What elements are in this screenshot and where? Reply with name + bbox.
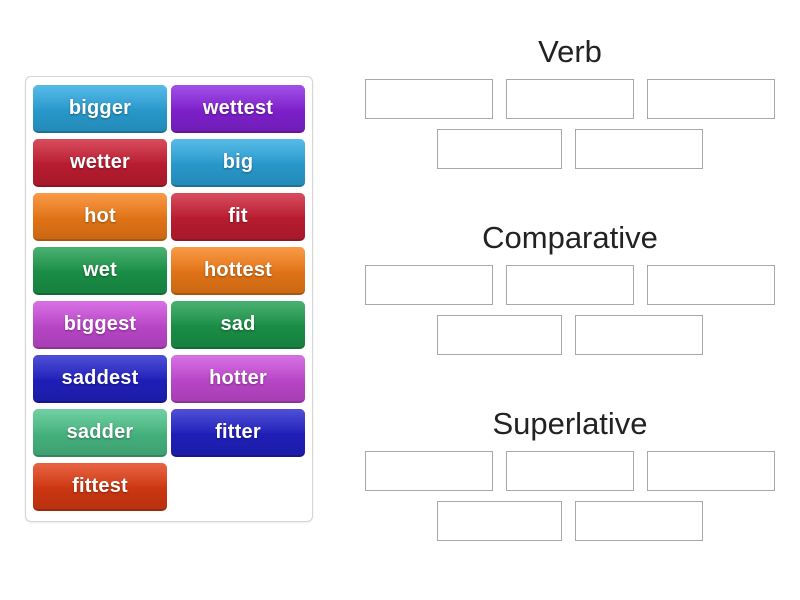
word-tile-label: sad	[220, 313, 256, 335]
word-tile[interactable]: wettest	[171, 85, 305, 133]
word-tile[interactable]: sad	[171, 301, 305, 349]
drop-slot[interactable]	[365, 79, 493, 119]
word-tile[interactable]: wet	[33, 247, 167, 295]
word-tile-label: biggest	[63, 313, 137, 335]
word-tile[interactable]: big	[171, 139, 305, 187]
categories-area: Verb Comparative Superlative	[340, 0, 800, 600]
drop-slot-row-1	[340, 265, 800, 305]
drop-slot[interactable]	[647, 79, 775, 119]
word-tile-label: wettest	[202, 97, 274, 119]
word-tile-label: big	[222, 151, 254, 173]
drop-slot[interactable]	[365, 265, 493, 305]
category-title-verb: Verb	[538, 34, 602, 69]
word-tile[interactable]: fitter	[171, 409, 305, 457]
drop-slot-row-2	[340, 129, 800, 169]
word-tile-label: saddest	[61, 367, 139, 389]
word-bank-panel[interactable]: bigger wettest wetter big hot fit wet ho…	[25, 76, 313, 522]
drop-slot[interactable]	[437, 315, 562, 355]
drop-slot[interactable]	[365, 451, 493, 491]
word-tile[interactable]: wetter	[33, 139, 167, 187]
word-tile-label: hottest	[203, 259, 273, 281]
word-tile[interactable]: hotter	[171, 355, 305, 403]
drop-slot[interactable]	[506, 265, 634, 305]
drop-slot[interactable]	[647, 265, 775, 305]
drop-slot-row-2	[340, 315, 800, 355]
drop-slot[interactable]	[575, 501, 703, 541]
drop-slot[interactable]	[437, 129, 562, 169]
drop-slot[interactable]	[575, 129, 703, 169]
word-tile-label: sadder	[66, 421, 134, 443]
word-tile[interactable]: bigger	[33, 85, 167, 133]
drop-slot[interactable]	[437, 501, 562, 541]
word-tile-label: hot	[84, 205, 116, 227]
word-tile[interactable]: fittest	[33, 463, 167, 511]
word-tile-label: fit	[228, 205, 248, 227]
category-verb: Verb	[340, 36, 800, 169]
word-tile-label: bigger	[68, 97, 132, 119]
word-tile-label: wet	[83, 259, 117, 281]
drop-slot[interactable]	[506, 79, 634, 119]
word-tile-label: fitter	[215, 421, 261, 443]
word-tile-label: fittest	[72, 475, 128, 497]
category-superlative: Superlative	[340, 408, 800, 541]
word-tile[interactable]: saddest	[33, 355, 167, 403]
word-tile[interactable]: fit	[171, 193, 305, 241]
word-tile-empty-cell	[171, 463, 305, 511]
category-comparative: Comparative	[340, 222, 800, 355]
word-tile-label: wetter	[69, 151, 131, 173]
drop-slot[interactable]	[506, 451, 634, 491]
word-tile[interactable]: hot	[33, 193, 167, 241]
drop-slot-row-1	[340, 79, 800, 119]
drop-slot[interactable]	[575, 315, 703, 355]
word-tile-label: hotter	[209, 367, 267, 389]
category-title-superlative: Superlative	[492, 406, 648, 441]
word-tile-grid: bigger wettest wetter big hot fit wet ho…	[31, 82, 307, 514]
word-tile[interactable]: biggest	[33, 301, 167, 349]
drop-slot-row-2	[340, 501, 800, 541]
word-tile[interactable]: hottest	[171, 247, 305, 295]
drop-slot[interactable]	[647, 451, 775, 491]
category-title-comparative: Comparative	[482, 220, 658, 255]
word-tile[interactable]: sadder	[33, 409, 167, 457]
drop-slot-row-1	[340, 451, 800, 491]
